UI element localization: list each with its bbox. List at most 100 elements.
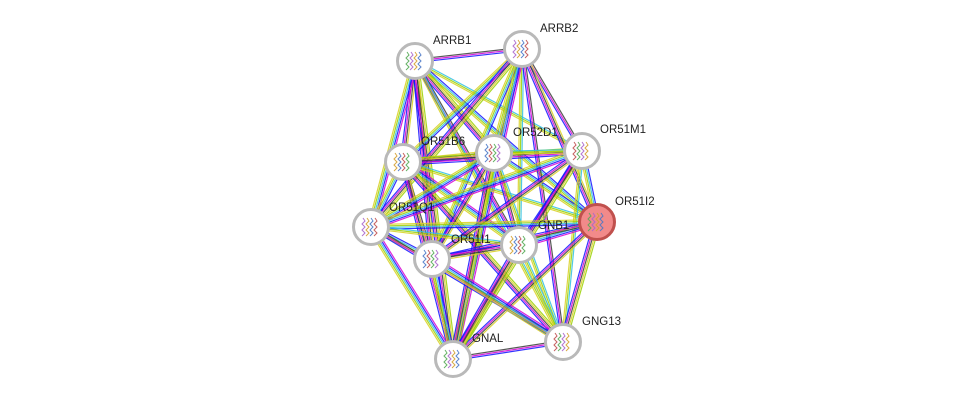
node-or51i1[interactable]: OR51I1 (413, 234, 491, 278)
edge-line (519, 49, 525, 246)
edge-line (370, 148, 582, 227)
edge-line (433, 153, 497, 261)
node-or51i2[interactable]: OR51I2 (578, 196, 655, 241)
structure-strand (365, 217, 370, 237)
structure-strand (409, 51, 414, 71)
structure-strand (405, 152, 410, 172)
node-gnal[interactable]: GNAL (434, 333, 504, 378)
edge-OR52D1-OR51I1 (429, 151, 497, 261)
edge-line (520, 49, 597, 223)
edge-line (565, 222, 601, 344)
structure-strand (576, 141, 581, 161)
structure-strand (430, 249, 435, 269)
node-label: OR51B6 (421, 136, 465, 148)
node-gnb1[interactable]: GNB1 (500, 220, 570, 264)
structure-strand (565, 332, 570, 352)
edge-line (494, 151, 598, 222)
edge-line (368, 60, 415, 227)
edge-line (372, 50, 525, 230)
edge-line (454, 223, 600, 362)
edge-line (370, 48, 523, 228)
protein-structure-icon (484, 143, 501, 163)
structure-strand (595, 212, 600, 232)
edge-line (493, 153, 597, 224)
edge-line (402, 162, 597, 225)
node-circle[interactable] (434, 340, 472, 378)
edge-line (370, 60, 416, 228)
node-gng13[interactable]: GNG13 (544, 316, 622, 361)
edge-line (429, 151, 493, 259)
node-circle[interactable] (578, 203, 616, 241)
node-circle[interactable] (396, 42, 434, 80)
edge-line (367, 60, 413, 227)
structure-strand (405, 51, 410, 71)
edge-line (519, 49, 596, 224)
node-circle[interactable] (475, 134, 513, 172)
structure-strand (451, 349, 456, 369)
structure-strand (584, 141, 589, 161)
edge-line (369, 151, 494, 227)
node-or51b6[interactable]: OR51B6 (384, 136, 466, 181)
edge-ARRB2-OR51I2 (519, 47, 600, 224)
edge-line (455, 49, 526, 360)
edge-line (455, 246, 523, 361)
node-or51q1[interactable]: OR51Q1 (352, 202, 435, 246)
node-label: GNAL (472, 333, 504, 345)
edge-line (370, 220, 597, 227)
edge-line (403, 159, 598, 222)
edge-line (413, 61, 494, 155)
structure-strand (373, 217, 378, 237)
edge-line (449, 243, 517, 358)
node-arrb2[interactable]: ARRB2 (503, 23, 579, 68)
edge-line (562, 221, 598, 343)
edge-line (522, 48, 599, 222)
edge-OR52D1-OR51I2 (492, 150, 599, 225)
structure-strand (369, 217, 374, 237)
structure-strand (455, 349, 460, 369)
edge-ARRB2-GNG13 (519, 48, 566, 343)
structure-strand (561, 332, 566, 352)
node-arrb1[interactable]: ARRB1 (396, 35, 472, 80)
edge-line (400, 46, 521, 161)
structure-strand (447, 349, 452, 369)
edge-line (369, 47, 522, 227)
edge-line (373, 224, 457, 358)
structure-strand (413, 51, 418, 71)
edge-line (416, 58, 599, 221)
node-circle[interactable] (352, 208, 390, 246)
protein-structure-icon (405, 51, 422, 71)
structure-strand (443, 349, 448, 369)
node-circle[interactable] (500, 226, 538, 264)
node-circle[interactable] (563, 132, 601, 170)
edge-OR51Q1-GNB1 (370, 224, 520, 248)
node-or52d1[interactable]: OR52D1 (475, 127, 558, 172)
structure-strand (512, 39, 517, 59)
edge-line (431, 149, 582, 259)
edge-line (522, 48, 566, 342)
node-label: GNG13 (582, 316, 621, 328)
structure-strand (496, 143, 501, 163)
node-label: ARRB1 (433, 35, 471, 47)
structure-strand (484, 143, 489, 163)
edge-line (523, 47, 600, 222)
edge-line (453, 245, 521, 361)
node-or51m1[interactable]: OR51M1 (563, 124, 647, 170)
edge-line (369, 147, 582, 225)
structure-strand (516, 39, 521, 59)
edge-line (431, 258, 564, 343)
node-circle[interactable] (544, 323, 582, 361)
edge-line (371, 151, 583, 230)
node-label: OR51I2 (615, 196, 655, 208)
node-circle[interactable] (384, 143, 422, 181)
edge-line (452, 244, 520, 360)
edge-line (371, 49, 524, 229)
edge-line (563, 222, 600, 343)
edge-line (430, 259, 563, 344)
protein-structure-icon (422, 249, 439, 269)
protein-structure-icon (509, 235, 526, 255)
edge-line (415, 59, 521, 245)
node-circle[interactable] (503, 30, 541, 68)
node-circle[interactable] (413, 240, 451, 278)
edge-line (369, 149, 493, 225)
